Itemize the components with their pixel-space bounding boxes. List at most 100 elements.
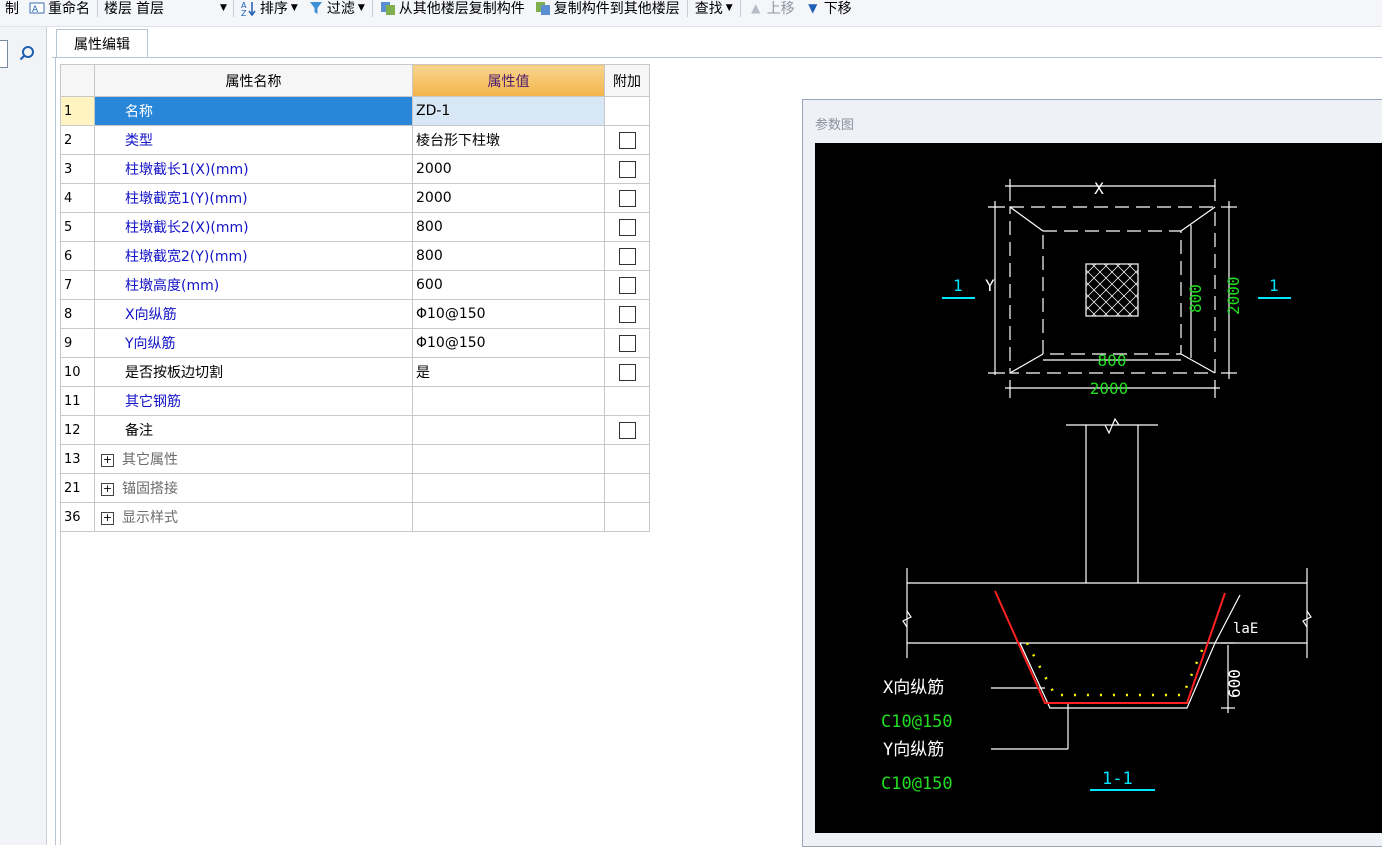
row-number: 9 — [60, 328, 95, 358]
extra-cell — [604, 415, 650, 445]
column-header-extra[interactable]: 附加 — [604, 64, 650, 97]
section-label-y-rebar: Y向纵筋 — [883, 740, 944, 760]
chevron-down-icon[interactable]: ▼ — [220, 3, 227, 13]
plan-label-outer-x: 2000 — [1090, 379, 1129, 398]
section-label-x-rebar-value: C10@150 — [881, 712, 953, 732]
property-name[interactable]: 其它钢筋 — [94, 386, 413, 416]
move-up-button[interactable]: ▲ 上移 — [743, 0, 800, 18]
extra-cell — [604, 154, 650, 184]
cad-drawing: X Y 800 2000 800 2000 1 1 laE 600 X向纵筋 C… — [881, 179, 1312, 794]
expand-icon[interactable]: + — [101, 510, 114, 525]
property-value[interactable] — [412, 386, 605, 416]
extra-checkbox[interactable] — [618, 276, 636, 294]
table-row[interactable]: 21 +锚固搭接 — [60, 473, 650, 503]
table-row[interactable]: 3 柱墩截长1(X)(mm) 2000 — [60, 154, 650, 184]
find-label: 查找 — [694, 1, 723, 17]
extra-checkbox[interactable] — [618, 218, 636, 236]
property-value[interactable]: 2000 — [412, 183, 605, 213]
property-value[interactable]: 是 — [412, 357, 605, 387]
property-name[interactable]: 是否按板边切割 — [94, 357, 413, 387]
property-name[interactable]: 名称 — [94, 96, 413, 126]
property-name[interactable]: 柱墩截长2(X)(mm) — [94, 212, 413, 242]
table-row[interactable]: 36 +显示样式 — [60, 502, 650, 532]
table-row[interactable]: 11 其它钢筋 — [60, 386, 650, 416]
row-number: 21 — [60, 473, 95, 503]
table-row[interactable]: 8 X向纵筋 Φ10@150 — [60, 299, 650, 329]
extra-checkbox[interactable] — [618, 189, 636, 207]
table-row[interactable]: 4 柱墩截宽1(Y)(mm) 2000 — [60, 183, 650, 213]
property-name[interactable]: 柱墩截宽2(Y)(mm) — [94, 241, 413, 271]
property-name[interactable]: 柱墩高度(mm) — [94, 270, 413, 300]
table-row[interactable]: 12 备注 — [60, 415, 650, 445]
toolbar-separator — [686, 0, 688, 17]
plan-corner-line — [1180, 206, 1216, 232]
property-group[interactable]: +显示样式 — [94, 502, 413, 532]
extra-checkbox[interactable] — [618, 160, 636, 178]
extra-checkbox[interactable] — [618, 305, 636, 323]
expand-icon[interactable]: + — [101, 481, 114, 496]
section-name-label: 1-1 — [1102, 769, 1133, 789]
toolbar-separator — [739, 0, 741, 17]
property-value — [412, 502, 605, 532]
property-value[interactable]: 棱台形下柱墩 — [412, 125, 605, 155]
search-icon[interactable] — [16, 42, 38, 64]
table-row[interactable]: 7 柱墩高度(mm) 600 — [60, 270, 650, 300]
floor-dropdown-value[interactable]: 首层 — [136, 1, 164, 17]
filter-button[interactable]: 过滤 ▼ — [303, 0, 370, 18]
find-button[interactable]: 查找 ▼ — [690, 0, 738, 18]
property-value[interactable]: Φ10@150 — [412, 328, 605, 358]
copy-from-other-floor-button[interactable]: 从其他楼层复制构件 — [375, 0, 530, 18]
property-value[interactable]: 600 — [412, 270, 605, 300]
copy-to-other-floor-button[interactable]: 复制构件到其他楼层 — [530, 0, 685, 18]
property-name[interactable]: Y向纵筋 — [94, 328, 413, 358]
floor-selector[interactable]: 楼层 首层 ▼ — [100, 0, 231, 18]
extra-cell — [604, 386, 650, 416]
property-name[interactable]: 类型 — [94, 125, 413, 155]
tab-property-edit[interactable]: 属性编辑 — [56, 29, 148, 58]
rename-button[interactable]: A 重命名 — [24, 0, 95, 18]
extra-checkbox[interactable] — [618, 421, 636, 439]
row-number: 36 — [60, 502, 95, 532]
arrow-up-icon: ▲ — [751, 1, 761, 15]
property-value[interactable]: 2000 — [412, 154, 605, 184]
property-value[interactable]: Φ10@150 — [412, 299, 605, 329]
property-value[interactable] — [412, 415, 605, 445]
property-value — [412, 444, 605, 474]
property-name[interactable]: 柱墩截宽1(Y)(mm) — [94, 183, 413, 213]
grid-header-row: 属性名称 属性值 附加 — [60, 64, 650, 97]
move-down-button[interactable]: ▼ 下移 — [800, 0, 857, 18]
extra-checkbox[interactable] — [618, 131, 636, 149]
property-value[interactable]: 800 — [412, 241, 605, 271]
property-name[interactable]: 柱墩截长1(X)(mm) — [94, 154, 413, 184]
column-header-name[interactable]: 属性名称 — [94, 64, 413, 97]
extra-checkbox[interactable] — [618, 247, 636, 265]
table-row[interactable]: 1 名称 ZD-1 — [60, 96, 650, 126]
expand-icon[interactable]: + — [101, 452, 114, 467]
chevron-down-icon: ▼ — [357, 3, 365, 13]
property-value — [412, 473, 605, 503]
column-header-value-label: 属性值 — [487, 73, 530, 90]
table-row[interactable]: 10 是否按板边切割 是 — [60, 357, 650, 387]
table-row[interactable]: 5 柱墩截长2(X)(mm) 800 — [60, 212, 650, 242]
extra-checkbox[interactable] — [618, 334, 636, 352]
column-header-name-label: 属性名称 — [225, 73, 282, 90]
property-group[interactable]: +其它属性 — [94, 444, 413, 474]
column-header-value[interactable]: 属性值 — [412, 64, 605, 97]
table-row[interactable]: 6 柱墩截宽2(Y)(mm) 800 — [60, 241, 650, 271]
table-row[interactable]: 13 +其它属性 — [60, 444, 650, 474]
panel-border — [55, 58, 56, 845]
property-value[interactable]: ZD-1 — [412, 96, 605, 126]
property-group[interactable]: +锚固搭接 — [94, 473, 413, 503]
property-name[interactable]: X向纵筋 — [94, 299, 413, 329]
property-value[interactable]: 800 — [412, 212, 605, 242]
extra-checkbox[interactable] — [618, 363, 636, 381]
copy-from-floor-icon — [380, 0, 396, 16]
search-input[interactable] — [0, 40, 8, 68]
section-pier-outline — [1019, 642, 1216, 709]
property-name[interactable]: 备注 — [94, 415, 413, 445]
table-row[interactable]: 2 类型 棱台形下柱墩 — [60, 125, 650, 155]
table-row[interactable]: 9 Y向纵筋 Φ10@150 — [60, 328, 650, 358]
toolbar-edge-item[interactable]: 制 — [0, 0, 24, 18]
plan-outer-outline — [1009, 206, 1216, 374]
